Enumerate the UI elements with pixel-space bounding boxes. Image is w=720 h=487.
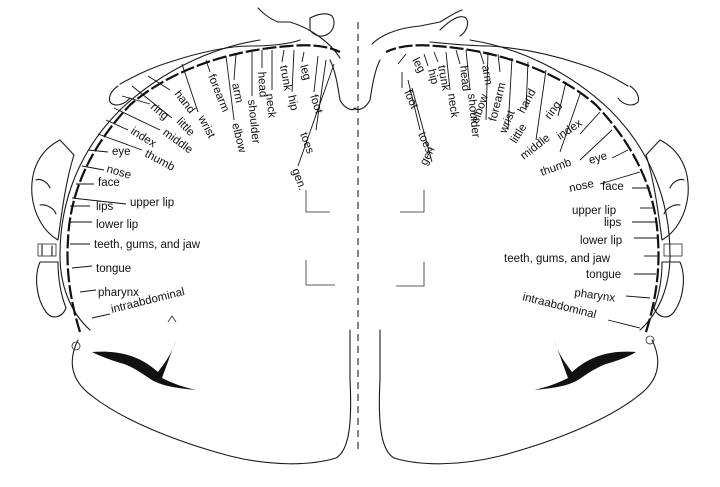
label-nose-right: nose [568,178,595,195]
label-eye-right: eye [588,150,609,167]
label-teeth-gums-jaw-left: teeth, gums, and jaw [94,239,201,251]
label-face-left: face [98,177,120,189]
label-face-right: face [602,181,624,193]
label-hand-right: hand [516,87,539,115]
label-neck-left: neck [263,93,277,119]
label-hand-left: hand [172,88,197,116]
label-upper-lip-left: upper lip [130,197,174,209]
label-shoulder-left: shoulder [245,99,262,144]
left-labels: intraabdominal pharynx tongue teeth, gum… [70,49,335,319]
left-homunculus-figure [31,13,357,318]
right-homunculus-figure [353,16,689,318]
right-ventricle [534,340,636,390]
label-lower-lip-left: lower lip [96,219,138,231]
left-small-circle [71,341,81,351]
label-head-left: head [255,71,269,97]
label-leg-right: leg [409,56,427,75]
right-cortex-strip [385,44,660,333]
label-lower-lip-right: lower lip [580,235,622,247]
left-inner-fold [305,190,335,286]
right-small-circle [645,335,655,345]
left-sulcus-mark [167,315,177,323]
label-shoulder-right: shoulder [465,93,482,138]
label-teeth-gums-jaw-right: teeth, gums, and jaw [504,253,611,265]
label-trunk-left: trunk [277,64,293,92]
label-wrist-left: wrist [195,113,218,141]
left-lower-lobe [71,329,352,465]
label-arm-left: arm [229,82,245,104]
label-toes-left: toes [297,131,316,156]
label-elbow-left: elbow [229,122,248,155]
label-upper-lip-right: upper lip [572,205,616,217]
label-lips-left: lips [96,201,114,213]
label-trunk-right: trunk [435,64,451,92]
left-cortex-strip [66,44,341,333]
label-eye-left: eye [112,146,131,158]
label-pharynx-left: pharynx [98,287,139,299]
right-lower-lobe [378,329,659,465]
label-ring-left: ring [148,101,170,123]
label-leg-left: leg [297,64,313,82]
label-forearm-left: forearm [205,73,231,114]
left-hemisphere: intraabdominal pharynx tongue teeth, gum… [31,7,357,465]
label-thumb-right: thumb [539,157,573,179]
label-index-right: index [555,117,585,142]
label-thumb-left: thumb [143,148,177,174]
label-hip-right: hip [425,68,440,86]
right-hemisphere: leg foot toes gen hip trunk neck head sh… [353,9,689,465]
label-hip-left: hip [285,94,300,112]
left-brain-outline [59,7,341,331]
label-tongue-left: tongue [96,263,131,275]
label-pharynx-right: pharynx [574,287,616,305]
label-gen-left: gen. [289,167,308,192]
label-tongue-right: tongue [586,269,621,281]
left-ventricle [92,340,196,390]
label-ring-right: ring [543,99,564,122]
label-neck-right: neck [445,93,460,119]
right-inner-fold [396,190,425,287]
right-labels: leg foot toes gen hip trunk neck head sh… [397,49,658,329]
label-lips-right: lips [604,217,622,229]
label-arm-right: arm [479,64,494,86]
